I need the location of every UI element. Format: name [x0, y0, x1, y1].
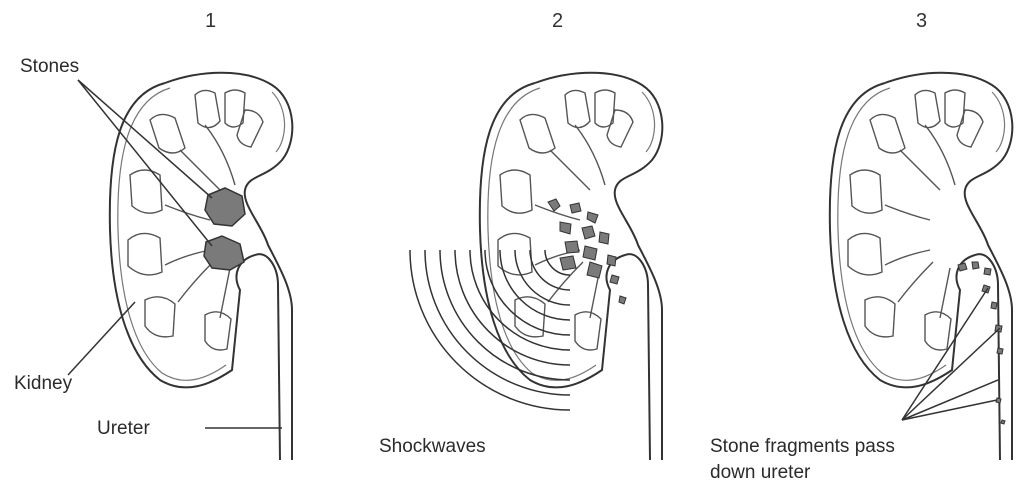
panel-3-kidney — [830, 73, 1013, 460]
label-shockwaves: Shockwaves — [379, 436, 486, 458]
panel-number-1: 1 — [205, 10, 216, 33]
label-kidney: Kidney — [14, 373, 72, 395]
label-fragments-line-1: Stone fragments pass — [710, 436, 895, 458]
stone-upper — [205, 188, 245, 226]
panel-2-kidney — [410, 73, 662, 460]
leader-lines-panel-3 — [902, 288, 1000, 420]
stone-lower — [204, 236, 244, 270]
panel-number-3: 3 — [916, 10, 927, 33]
label-stones: Stones — [20, 56, 79, 78]
panel-1-kidney — [68, 73, 292, 460]
label-ureter: Ureter — [97, 418, 150, 440]
panel-number-2: 2 — [552, 10, 563, 33]
label-fragments-line-2: down ureter — [710, 462, 810, 484]
leader-lines-panel-1 — [68, 80, 282, 428]
